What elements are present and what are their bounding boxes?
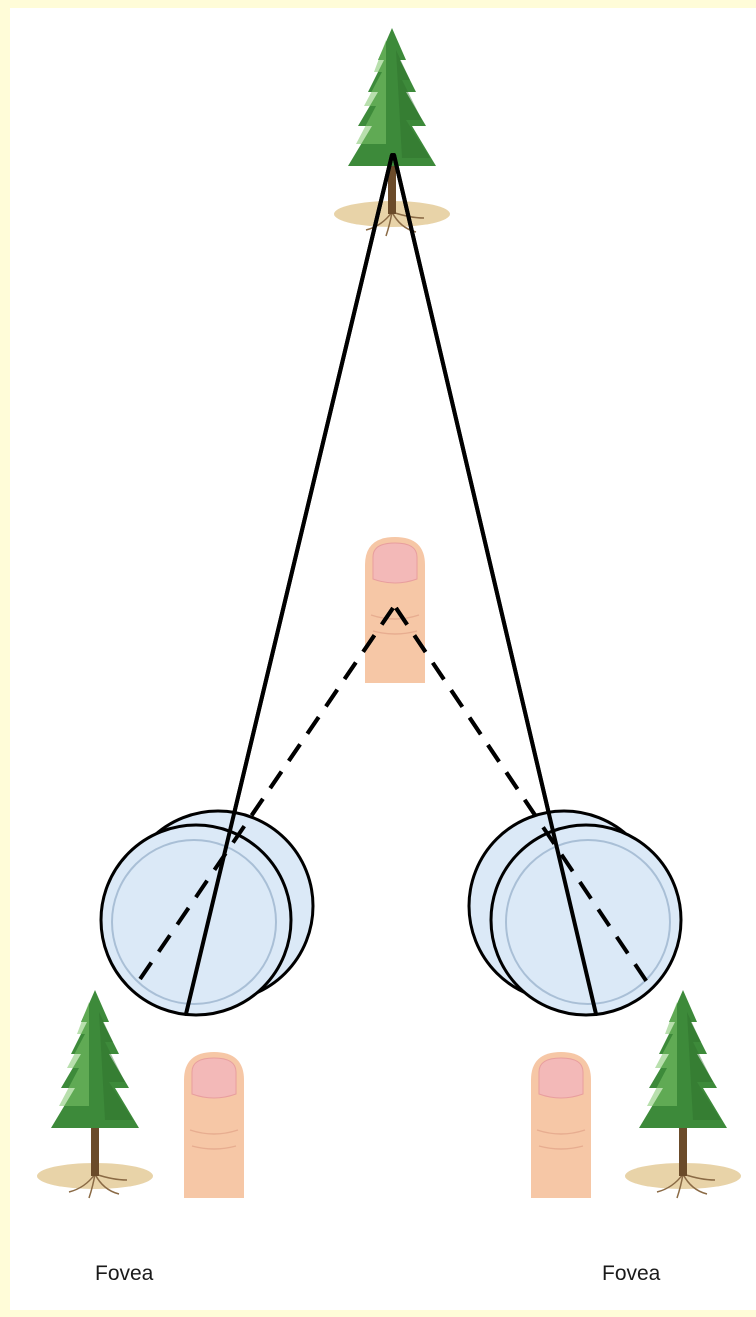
right-retina-tree-icon [625,990,741,1198]
left-retina-tree-icon [37,990,153,1198]
distant-tree-icon [334,28,450,236]
right-retina-finger-icon [531,1052,591,1198]
right-eye-icon [394,155,681,1015]
left-retina-finger-icon [184,1052,244,1198]
right-fovea-label: Fovea [602,1262,660,1286]
left-eye-icon [101,155,393,1015]
left-fovea-label: Fovea [95,1262,153,1286]
